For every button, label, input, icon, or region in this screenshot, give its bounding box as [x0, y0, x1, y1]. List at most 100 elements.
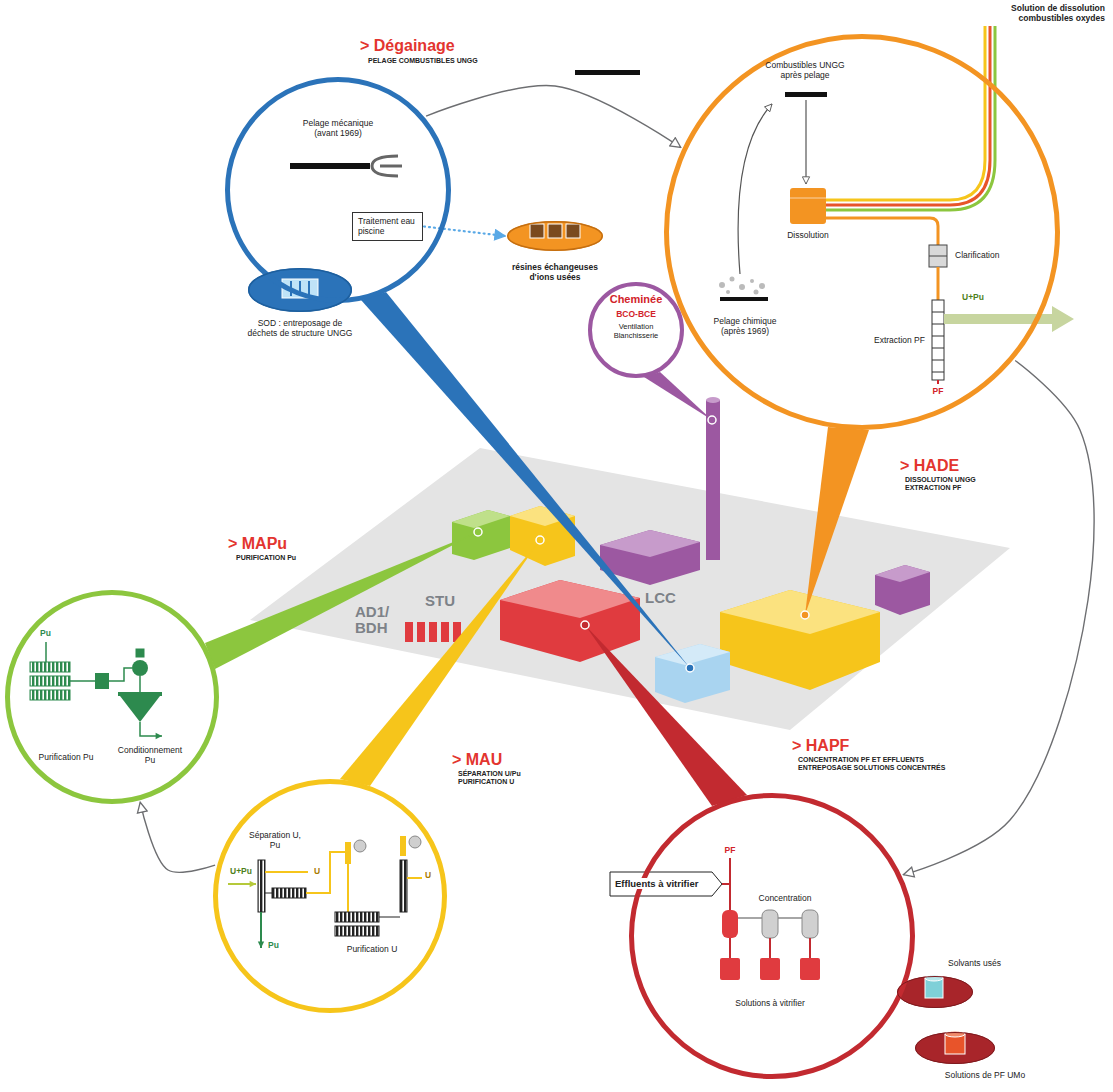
storage-icons-part [915, 1032, 995, 1064]
hade-illustration-part [720, 297, 768, 301]
process-label: U [314, 866, 320, 876]
mapu-illustration [30, 642, 162, 736]
section-subtitle: CONCENTRATION PF ET EFFLUENTS ENTREPOSAG… [798, 756, 963, 773]
circle-outline [213, 779, 447, 1013]
plant-buildings-part [655, 644, 730, 703]
hade-illustration-part [790, 188, 826, 224]
process-label: Combustibles UNGG après pelage [755, 60, 855, 80]
mapu-illustration-part [30, 662, 70, 672]
callout-leaders-part [585, 625, 747, 806]
process-label: U+Pu [962, 292, 984, 302]
hapf-illustration-part [809, 938, 811, 958]
section-heading: > HAPF [792, 736, 849, 755]
callout-grounds-part [669, 39, 1055, 425]
plant-buildings-part [500, 580, 640, 662]
storage-ellipse: Solvants usés [897, 976, 973, 1008]
hapf-illustration-part [720, 958, 740, 980]
process-label: U [425, 870, 431, 880]
hade-illustration-part [944, 306, 1074, 332]
circle-outline [5, 590, 219, 804]
mapu-illustration-part [139, 676, 141, 692]
process-label: Séparation U, Pu [245, 830, 305, 850]
storage-icons-part [548, 224, 562, 238]
circle-border [216, 782, 445, 1011]
hade-illustration-part [932, 300, 944, 380]
hade-illustration [719, 26, 1074, 384]
plant-buildings-part [429, 622, 437, 642]
storage-icons-part [308, 281, 310, 296]
process-label: PF [933, 386, 944, 396]
section-subtitle: PURIFICATION Pu [236, 554, 296, 562]
mapu-illustration-part [120, 696, 160, 722]
plant-buildings-part [706, 397, 720, 403]
ellipse-border [898, 977, 973, 1008]
hade-illustration-part [932, 324, 944, 325]
process-label: Pelage mécanique (avant 1969) [292, 118, 384, 138]
hade-illustration-part [932, 372, 944, 373]
section-heading: > Dégainage [360, 36, 455, 55]
ellipse-outline [507, 221, 603, 251]
ellipse-outline [897, 976, 973, 1008]
callout-leaders-part [644, 372, 712, 420]
process-label: Effluents à vitrifier [614, 878, 699, 889]
hade-illustration-part [929, 245, 947, 267]
mau-illustration-part [354, 840, 366, 852]
process-label: Purification Pu [31, 752, 101, 762]
hapf-illustration-part [769, 938, 771, 958]
process-label: U+Pu [230, 866, 252, 876]
flow-arrow [140, 802, 215, 872]
hade-illustration-part [754, 290, 759, 295]
process-label: Pu [40, 628, 51, 638]
ellipse-border [249, 269, 352, 312]
process-label: Traitement eau piscine [358, 216, 416, 236]
section-heading: > HADE [900, 456, 959, 475]
process-label: Conditionnement Pu [114, 745, 186, 765]
plant-buildings-part [452, 510, 510, 560]
mapu-illustration-part [30, 690, 70, 700]
hapf-illustration-part [802, 910, 818, 938]
mau-illustration-part [407, 877, 422, 879]
building-label: AD1/ BDH [355, 604, 395, 636]
mau-illustration-part [228, 883, 256, 885]
circle-border [632, 796, 913, 1077]
mau-illustration-part [260, 912, 262, 948]
degainage-illustration-part [290, 163, 370, 169]
mapu-illustration-part [109, 668, 132, 681]
mau-illustration-part [258, 860, 265, 912]
process-label: Solutions de PF UMo [945, 1070, 1025, 1080]
storage-ellipse: SOD : entreposage de déchets de structur… [248, 268, 352, 312]
hapf-illustration-part [610, 872, 722, 896]
ellipse-border [916, 1033, 995, 1064]
ellipse-outline [248, 268, 352, 312]
mau-illustration-part [265, 893, 272, 894]
mau-illustration-part [272, 888, 306, 898]
waste-ellipse: résines échangeuses d'ions usées [507, 221, 603, 251]
mau-illustration-part [400, 860, 407, 912]
plant-buildings-part [706, 400, 720, 560]
hade-illustration-part [937, 267, 940, 300]
storage-icons-part [530, 224, 544, 238]
mapu-illustration-part [140, 722, 162, 736]
circle-border [228, 80, 449, 301]
storage-icons-part [897, 976, 973, 1008]
hapf-illustration [610, 858, 820, 980]
plant-buildings-part [417, 622, 425, 642]
callout-leaders-part [474, 528, 482, 536]
hade-illustration-part [750, 279, 754, 283]
mapu-illustration-part [45, 642, 47, 662]
process-circle: > DégainagePELAGE COMBUSTIBLES UNGGPelag… [225, 77, 451, 303]
hapf-illustration-part [722, 910, 738, 938]
process-label: Pelage chimique (après 1969) [705, 316, 785, 336]
callout-leaders-part [205, 532, 478, 669]
plant-buildings-part [875, 565, 930, 615]
mau-illustration [228, 836, 422, 948]
process-circle: > MAUSÉPARATION U/Pu PURIFICATION USépar… [213, 779, 447, 1013]
process-label: Concentration [759, 893, 812, 903]
callout-leaders-part [686, 664, 694, 672]
ellipse-outline [915, 1032, 995, 1064]
callout-grounds-part [634, 798, 910, 1074]
hade-illustration-part [726, 290, 730, 294]
hapf-illustration-part [729, 938, 731, 958]
